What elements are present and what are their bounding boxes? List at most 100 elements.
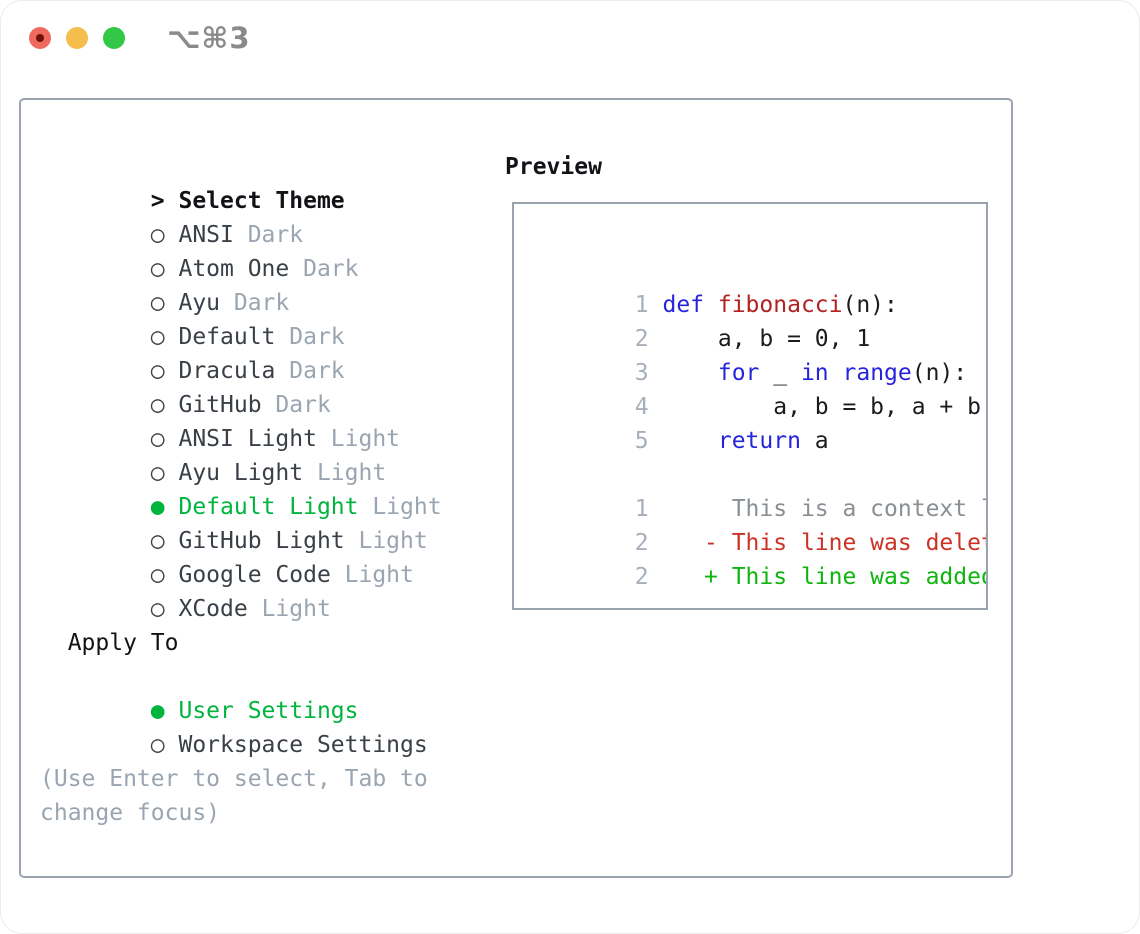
theme-item-xcode[interactable]: ○ XCode Light (40, 558, 442, 622)
code-text (662, 360, 717, 386)
line-number: 4 (634, 394, 649, 420)
line-number: 2 (634, 326, 649, 352)
radio-unselected-icon: ○ (150, 528, 165, 554)
theme-item-default-dark[interactable]: ○ Default Dark (40, 286, 442, 350)
close-button[interactable] (29, 27, 51, 49)
code-line: 5 return a (524, 390, 986, 454)
theme-variant: Light (344, 562, 414, 588)
code-text: a (800, 428, 829, 454)
theme-name: Dracula (178, 358, 276, 384)
radio-unselected-icon: ○ (150, 324, 165, 350)
apply-to-header: Apply To (67, 630, 179, 656)
radio-selected-icon: ● (150, 698, 165, 724)
radio-unselected-icon: ○ (150, 222, 165, 248)
code-line: 2 a, b = 0, 1 (524, 288, 986, 352)
radio-selected-icon: ● (150, 494, 165, 520)
help-text-line1: (Use Enter to select, Tab to (40, 766, 428, 792)
theme-variant: Light (358, 528, 428, 554)
theme-name: Ayu Light (178, 460, 304, 486)
zoom-button[interactable] (103, 27, 125, 49)
theme-variant: Dark (289, 358, 345, 384)
theme-item-github-dark[interactable]: ○ GitHub Dark (40, 354, 442, 418)
minimize-button[interactable] (66, 27, 88, 49)
code-text (829, 360, 843, 386)
theme-item-google-code[interactable]: ○ Google Code Light (40, 524, 442, 588)
theme-variant: Light (372, 494, 442, 520)
radio-unselected-icon: ○ (150, 596, 165, 622)
theme-variant: Dark (233, 290, 290, 316)
code-text: a, b = b, a + b (662, 394, 981, 420)
code-text: (n): (911, 360, 968, 386)
theme-item-ansi-light[interactable]: ○ ANSI Light Light (40, 388, 442, 452)
diff-context-text: This is a context line. (731, 496, 986, 522)
preview-title: Preview (505, 154, 602, 180)
theme-list-title: Select Theme (178, 188, 345, 214)
theme-name: ANSI (178, 222, 234, 248)
code-function-name: fibonacci (717, 292, 843, 318)
record-dot-icon (36, 34, 44, 42)
cursor-icon: > (150, 188, 165, 214)
code-line: 3 for _ in range(n): (524, 322, 986, 386)
theme-name: Default Light (178, 494, 359, 520)
theme-name: ANSI Light (178, 426, 317, 452)
theme-variant: Dark (303, 256, 359, 282)
theme-item-github-light[interactable]: ○ GitHub Light Light (40, 490, 442, 554)
help-text-line2: change focus) (40, 800, 221, 826)
theme-name: XCode (178, 596, 248, 622)
theme-name: GitHub Light (178, 528, 345, 554)
code-keyword: range (842, 360, 912, 386)
theme-name: Google Code (178, 562, 331, 588)
line-number: 2 (634, 530, 649, 556)
window-title-shortcut: ⌥⌘3 (167, 21, 251, 55)
radio-unselected-icon: ○ (150, 732, 165, 758)
diff-added-line: 2 + This line was added. (524, 526, 986, 590)
code-keyword: in (800, 360, 829, 386)
radio-unselected-icon: ○ (150, 290, 165, 316)
apply-item-label: User Settings (178, 698, 359, 724)
radio-unselected-icon: ○ (150, 358, 165, 384)
theme-variant: Dark (275, 392, 331, 418)
apply-item-user-settings[interactable]: ● User Settings (40, 660, 442, 724)
theme-item-ayu-light[interactable]: ○ Ayu Light Light (40, 422, 442, 486)
radio-unselected-icon: ○ (150, 562, 165, 588)
theme-item-dracula-dark[interactable]: ○ Dracula Dark (40, 320, 442, 384)
code-text (662, 428, 717, 454)
radio-unselected-icon: ○ (150, 256, 165, 282)
code-line: 1 def fibonacci(n): (524, 254, 986, 318)
code-text: a, b = 0, 1 (662, 326, 871, 352)
diff-context-line: 1 This is a context line. (524, 458, 986, 522)
line-number: 5 (634, 428, 649, 454)
theme-variant: Light (261, 596, 331, 622)
code-text: (n): (842, 292, 898, 318)
line-number: 1 (634, 292, 649, 318)
theme-name: Ayu (178, 290, 221, 316)
apply-item-label: Workspace Settings (178, 732, 428, 758)
code-line: 4 a, b = b, a + b (524, 356, 986, 420)
theme-item-ansi-dark[interactable]: ○ ANSI Dark (40, 184, 442, 248)
select-theme-header: > Select Theme (40, 150, 442, 214)
code-keyword: for (717, 360, 760, 386)
theme-item-default-light[interactable]: ● Default Light Light (40, 456, 442, 520)
theme-variant: Dark (247, 222, 304, 248)
line-number: 2 (634, 564, 649, 590)
line-number: 3 (634, 360, 649, 386)
code-text: _ (759, 360, 801, 386)
code-keyword: def (662, 292, 718, 318)
code-keyword: return (717, 428, 801, 454)
theme-name: GitHub (178, 392, 262, 418)
theme-name: Default (178, 324, 276, 350)
radio-unselected-icon: ○ (150, 392, 165, 418)
diff-deleted-text: - This line was deleted. (704, 530, 986, 556)
radio-unselected-icon: ○ (150, 460, 165, 486)
theme-variant: Light (330, 426, 401, 452)
apply-item-workspace-settings[interactable]: ○ Workspace Settings (40, 694, 442, 758)
radio-unselected-icon: ○ (150, 426, 165, 452)
diff-added-text: + This line was added. (662, 564, 988, 590)
theme-variant: Light (316, 460, 387, 486)
theme-item-ayu-dark[interactable]: ○ Ayu Dark (40, 252, 442, 316)
